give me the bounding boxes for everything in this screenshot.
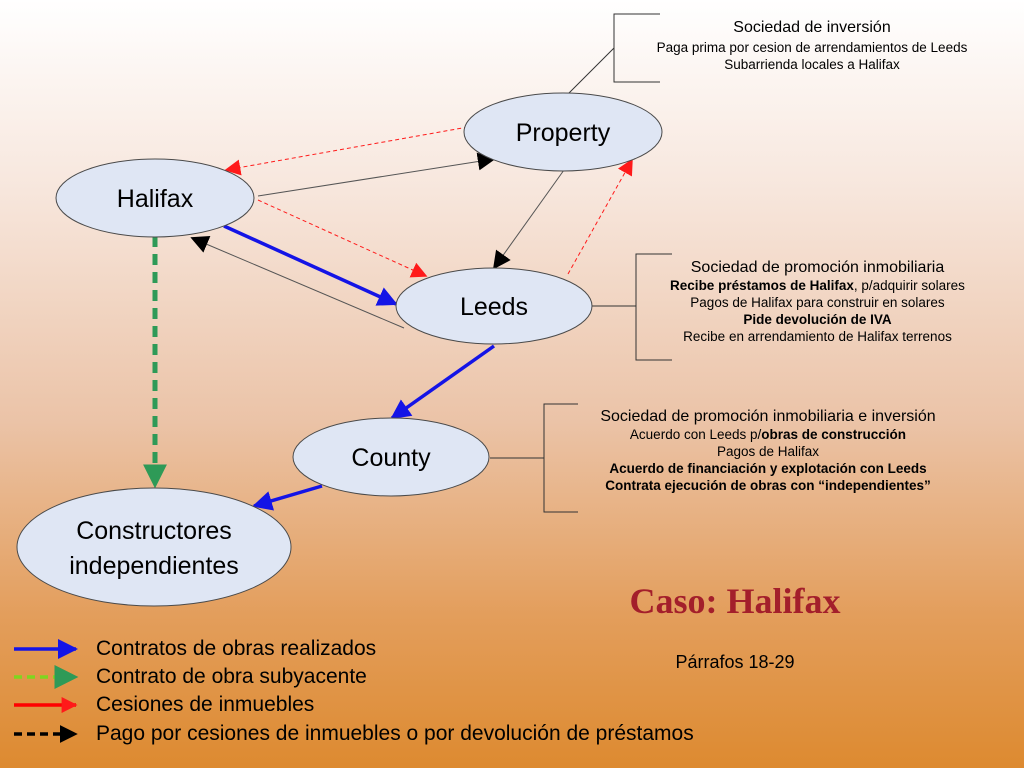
arrow-property-to-leeds-payment — [492, 169, 565, 270]
legend-label-underlying: Contrato de obra subyacente — [96, 665, 367, 688]
note-property-line: Paga prima por cesion de arrendamientos … — [656, 39, 968, 55]
node-constructores-label-line2: independientes — [69, 552, 239, 580]
node-county-label: County — [351, 444, 431, 472]
node-property-label: Property — [516, 119, 611, 147]
property-note-connector — [565, 47, 615, 97]
note-county-line1-pre: Acuerdo con Leeds p/ — [629, 427, 762, 442]
arrow-leeds-to-county-contract — [390, 344, 496, 420]
note-county-line: Acuerdo de financiación y explotación co… — [609, 460, 927, 476]
arrow-halifax-to-property-payment — [257, 152, 496, 197]
note-leeds-line: Pagos de Halifax para construir en solar… — [690, 294, 945, 310]
leeds-note-bracket — [635, 253, 672, 361]
note-property-line: Subarrienda locales a Halifax — [724, 57, 900, 73]
arrow-leeds-to-property-assignment — [567, 158, 633, 275]
note-county-line: Acuerdo con Leeds p/obras de construcció… — [548, 427, 988, 444]
note-leeds: Sociedad de promoción inmobiliaria Recib… — [640, 258, 995, 346]
note-leeds-line1-bold: Recibe préstamos de Halifax — [670, 278, 854, 293]
arrow-halifax-to-leeds-assignment — [257, 199, 428, 278]
note-leeds-line: Pide devolución de IVA — [743, 311, 892, 327]
node-constructores[interactable]: Constructores independientes — [16, 487, 292, 607]
legend-label-payment: Pago por cesiones de inmuebles o por dev… — [96, 722, 694, 745]
node-leeds[interactable]: Leeds — [395, 267, 593, 345]
arrow-county-to-constructores-contract — [252, 484, 323, 511]
node-constructores-label-line1: Constructores — [76, 517, 232, 545]
node-county[interactable]: County — [292, 417, 490, 497]
note-county-line1-bold: obras de construcción — [761, 427, 907, 442]
note-property: Sociedad de inversión Paga prima por ces… — [612, 18, 1012, 74]
node-property[interactable]: Property — [463, 92, 663, 172]
note-county-line: Pagos de Halifax — [716, 443, 820, 459]
case-title: Caso: Halifax — [629, 581, 841, 621]
note-county-line: Contrata ejecución de obras con “indepen… — [605, 477, 931, 493]
note-leeds-line: Recibe en arrendamiento de Halifax terre… — [683, 328, 952, 344]
node-halifax-label: Halifax — [117, 185, 194, 213]
note-county: Sociedad de promoción inmobiliaria e inv… — [548, 407, 988, 495]
note-leeds-line1-rest: , p/adquirir solares — [853, 278, 965, 293]
arrow-property-to-halifax-assignment — [224, 126, 469, 176]
note-county-title: Sociedad de promoción inmobiliaria e inv… — [600, 408, 936, 425]
note-leeds-title: Sociedad de promoción inmobiliaria — [690, 259, 945, 276]
note-leeds-line: Recibe préstamos de Halifax, p/adquirir … — [640, 278, 995, 295]
legend-label-assignment: Cesiones de inmuebles — [96, 693, 315, 716]
arrow-halifax-to-leeds-contract — [223, 224, 398, 306]
case-subtitle: Párrafos 18-29 — [675, 652, 795, 672]
node-leeds-label: Leeds — [460, 293, 528, 321]
node-halifax[interactable]: Halifax — [55, 158, 255, 238]
legend-label-contract: Contratos de obras realizados — [96, 637, 377, 660]
note-property-title: Sociedad de inversión — [733, 19, 891, 36]
arrow-leeds-to-halifax-payment — [190, 236, 405, 329]
